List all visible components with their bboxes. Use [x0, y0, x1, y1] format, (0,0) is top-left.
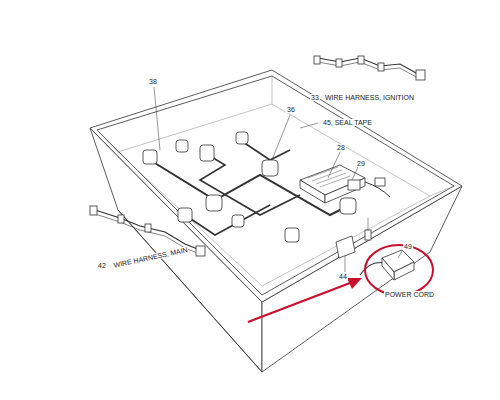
callout-number: 38	[148, 78, 158, 85]
callout-number: 44	[338, 273, 348, 280]
callout-number: 28	[336, 144, 346, 151]
callout-number: 29	[356, 160, 366, 167]
callout-number: 33	[310, 94, 320, 101]
callout-number: 42	[97, 262, 107, 269]
part-name: POWER CORD	[384, 291, 435, 298]
part-name: WIRE HARNESS, IGNITION	[324, 94, 415, 101]
part-name: 45, SEAL TAPE	[322, 119, 373, 126]
callout-number: 36	[286, 106, 296, 113]
callout-number: 49	[403, 243, 413, 250]
